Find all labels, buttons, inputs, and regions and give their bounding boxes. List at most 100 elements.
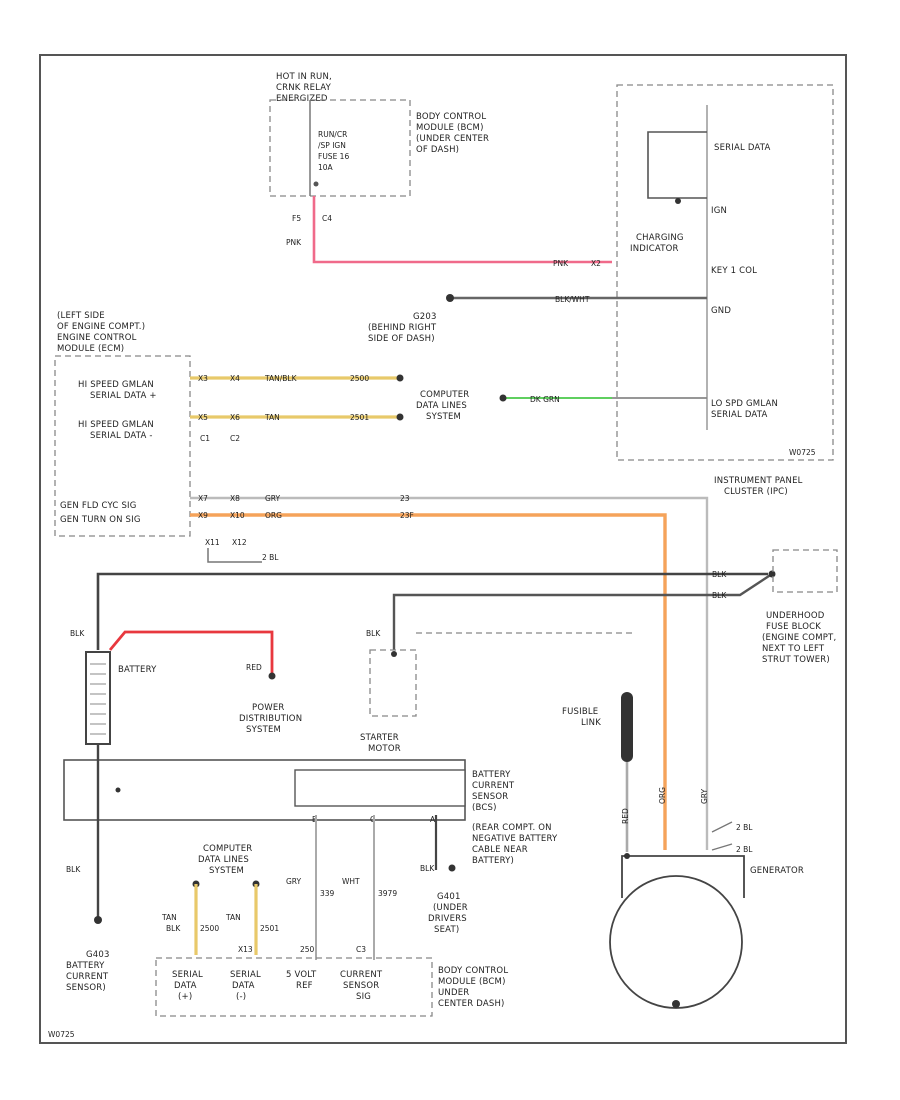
bcm-pin4-2: SENSOR <box>343 981 379 991</box>
bcm-bottom-label-2: MODULE (BCM) <box>438 977 506 987</box>
bcm-top-label-4: OF DASH) <box>416 145 459 155</box>
tag-2bl-gen-2: 2 BL <box>736 845 753 854</box>
ecm-label-4: MODULE (ECM) <box>57 344 124 354</box>
wire-blkwht-label: BLK/WHT <box>555 295 590 304</box>
battery-neg-blk-label: BLK <box>66 865 81 874</box>
underhood-fuse-block: UNDERHOOD FUSE BLOCK (ENGINE COMPT, NEXT… <box>762 549 838 665</box>
generator-label: GENERATOR <box>750 866 804 876</box>
fuse-icon <box>313 181 319 187</box>
bcm-pin4-3: SIG <box>356 992 371 1002</box>
ecm-hs-minus-1: HI SPEED GMLAN <box>78 420 154 430</box>
starter-blk-label: BLK <box>366 629 381 638</box>
computer-data-mid-1: COMPUTER <box>420 390 469 400</box>
tag-c2: C2 <box>230 434 240 443</box>
g401-label-1: G401 <box>437 892 461 902</box>
g401-blk-label: BLK <box>420 864 435 873</box>
bcs-terminals: B C A BLK GRY 339 WHT 3979 G401 (UNDER D… <box>286 815 468 960</box>
relay-block: HOT IN RUN, CRNK RELAY ENERGIZED RUN/CR … <box>269 72 489 247</box>
starter-motor: BLK STARTER MOTOR <box>360 629 632 754</box>
bcm-bottom-label-3: UNDER <box>438 988 469 998</box>
ipc-charging-2: INDICATOR <box>630 244 679 254</box>
tag-x13: X13 <box>238 945 253 954</box>
computer-data-mid-2: DATA LINES <box>416 401 467 411</box>
ecm-block: (LEFT SIDE OF ENGINE COMPT.) ENGINE CONT… <box>54 311 240 537</box>
ipc-block: SERIAL DATA IGN CHARGING INDICATOR KEY 1… <box>616 84 834 497</box>
wire-23f-label: 23F <box>400 511 414 520</box>
ipc-gnd: GND <box>711 306 731 316</box>
wire-339-label: 339 <box>320 889 335 898</box>
underhood-label-3: (ENGINE COMPT, <box>762 633 836 643</box>
wire-red-label: RED <box>246 663 262 672</box>
fusible-label-2: LINK <box>581 718 601 728</box>
ecm-hs-plus-2: SERIAL DATA + <box>90 391 157 401</box>
g403-label-1: G403 <box>86 950 110 960</box>
cdl-tan-label-2: TAN <box>225 913 241 922</box>
wire-org <box>190 513 667 850</box>
ipc-serial-data: SERIAL DATA <box>714 143 771 153</box>
rear-ground-1: (REAR COMPT. ON <box>472 823 552 833</box>
wire-blk-main <box>96 572 768 650</box>
tag-x8: X8 <box>230 494 240 503</box>
ecm-hs-plus-1: HI SPEED GMLAN <box>78 380 154 390</box>
ecm-label-2: OF ENGINE COMPT.) <box>57 322 145 332</box>
gen-org-label: ORG <box>658 787 667 804</box>
bcm-top-label-1: BODY CONTROL <box>416 112 486 122</box>
cdl-tan-label-1: TAN <box>161 913 177 922</box>
wire-blk-label-2: BLK <box>712 591 727 600</box>
wire-2501-label: 2501 <box>350 413 369 422</box>
wire-23-label: 23 <box>400 494 410 503</box>
battery-blk-label: BLK <box>70 629 85 638</box>
fusible-link: FUSIBLE LINK RED <box>562 692 633 852</box>
wire-dkgrn-label: DK GRN <box>530 395 560 404</box>
tag-2bl-gen-1: 2 BL <box>736 823 753 832</box>
wire-2500b-label: 2500 <box>200 924 219 933</box>
bcm-pin2-3: (-) <box>236 992 246 1002</box>
bcs-label-2: CURRENT <box>472 781 515 791</box>
rear-ground-4: BATTERY) <box>472 856 514 866</box>
bcm-pin1-1: SERIAL <box>172 970 203 980</box>
ipc-lospd-2: SERIAL DATA <box>711 410 768 420</box>
underhood-label-1: UNDERHOOD <box>766 611 825 621</box>
tag-x5: X5 <box>198 413 208 422</box>
tag-x2: X2 <box>591 259 601 268</box>
ipc-label-2: CLUSTER (IPC) <box>724 487 788 497</box>
bcs-wht-label: WHT <box>342 877 360 886</box>
ipc-charging-1: CHARGING <box>636 233 684 243</box>
tag-x4: X4 <box>230 374 240 383</box>
bcs-label-3: SENSOR <box>472 792 508 802</box>
tag-x6: X6 <box>230 413 240 422</box>
g401-label-3: DRIVERS <box>428 914 467 924</box>
bcm-pin1-3: (+) <box>178 992 192 1002</box>
power-dist-1: POWER <box>252 703 285 713</box>
cdl-bottom-3: SYSTEM <box>209 866 244 876</box>
g203-label-2: (BEHIND RIGHT <box>368 323 437 333</box>
tag-c: C <box>370 815 375 824</box>
rear-ground-3: CABLE NEAR <box>472 845 528 855</box>
bcm-pin1-2: DATA <box>174 981 197 991</box>
tag-a: A <box>430 815 436 824</box>
ecm-gen-fld: GEN FLD CYC SIG <box>60 501 137 511</box>
computer-data-mid-3: SYSTEM <box>426 412 461 422</box>
bcm-bottom: SERIAL DATA (+) SERIAL DATA (-) 5 VOLT R… <box>155 957 508 1017</box>
ipc-footer-tag: W0725 <box>789 448 816 457</box>
ipc-key: KEY 1 COL <box>711 266 757 276</box>
g403-label-4: SENSOR) <box>66 983 106 993</box>
g401-label-2: (UNDER <box>433 903 468 913</box>
ipc-lospd-1: LO SPD GMLAN <box>711 399 778 409</box>
tag-c4: C4 <box>322 214 332 223</box>
fuse-label-4: 10A <box>318 163 334 172</box>
starter-label-1: STARTER <box>360 733 399 743</box>
wire-blk-label-1: BLK <box>712 570 727 579</box>
wire-gry-label: GRY <box>265 494 281 503</box>
wire-org-label: ORG <box>265 511 282 520</box>
footer-code: W0725 <box>48 1030 75 1039</box>
wire-pnk-label: PNK <box>286 238 302 247</box>
wire-gry <box>190 496 709 850</box>
computer-data-bottom: COMPUTER DATA LINES SYSTEM TAN BLK 2500 … <box>161 844 366 955</box>
bcm-pin3-2: REF <box>296 981 313 991</box>
bcm-pin3-1: 5 VOLT <box>286 970 317 980</box>
ground-g203: BLK/WHT G203 (BEHIND RIGHT SIDE OF DASH) <box>368 294 707 344</box>
starter-label-2: MOTOR <box>368 744 401 754</box>
fusible-label-1: FUSIBLE <box>562 707 598 717</box>
